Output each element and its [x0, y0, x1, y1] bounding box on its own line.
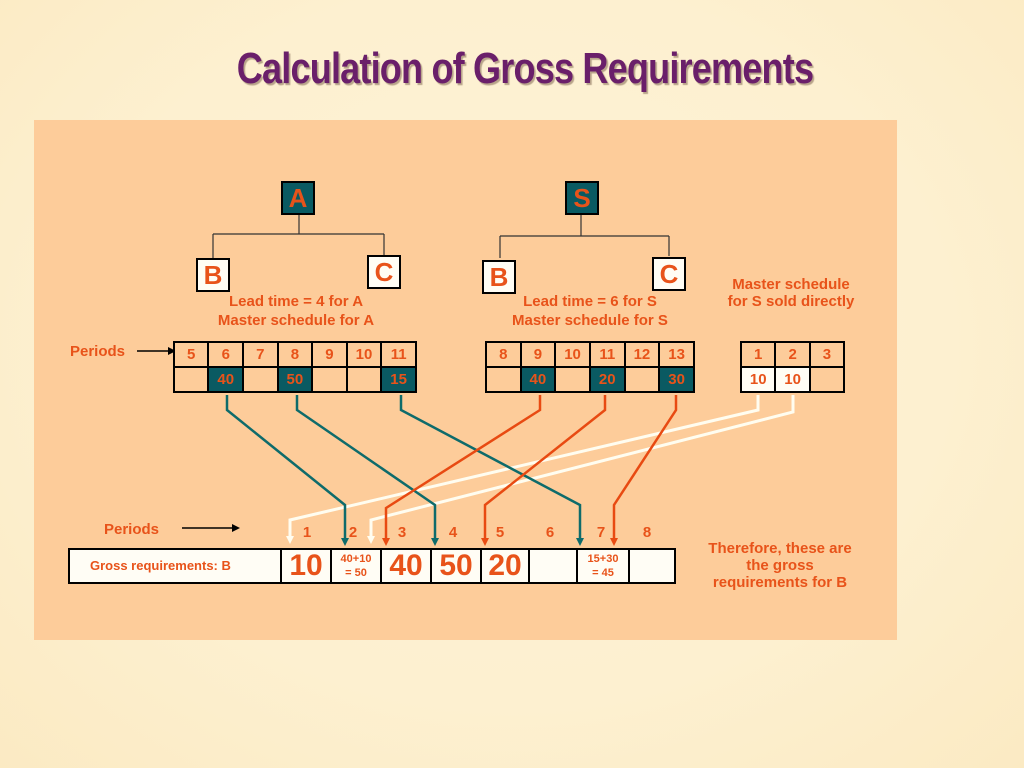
conclusion-line1: Therefore, these are: [708, 540, 852, 557]
schedule-s-value: 20: [588, 366, 626, 393]
schedule-a-value: [311, 366, 348, 393]
tree-a-schedule-caption: Master schedule for A: [217, 312, 375, 329]
schedule-a-period: 9: [311, 341, 348, 368]
schedule-direct-period: 3: [808, 341, 846, 368]
gross-cell-5: 20: [480, 550, 528, 582]
schedule-a-value: 50: [276, 366, 314, 393]
gross-cell-8: [628, 550, 674, 582]
schedule-s-value: 40: [519, 366, 557, 393]
node-s-child-c: C: [652, 257, 686, 291]
direct-s-arrows: [286, 395, 795, 544]
schedule-s-periods-row: 8 9 10 11 12 13: [485, 341, 695, 368]
tree-s-schedule-caption: Master schedule for S: [512, 312, 668, 329]
gross-cell-7-formula: 15+30: [587, 553, 619, 565]
gross-period: 8: [642, 524, 652, 541]
gross-cell-5-value: 20: [488, 549, 522, 582]
schedule-a-value: 40: [207, 366, 245, 393]
node-s-child-b: B: [482, 260, 516, 294]
gross-period: 2: [348, 524, 358, 541]
schedule-a-value: [242, 366, 279, 393]
periods-label-bottom: Periods: [104, 521, 160, 538]
schedule-a-period: 8: [276, 341, 314, 368]
page-title: Calculation of Gross Requirements: [236, 44, 814, 93]
tree-s-leadtime: Lead time = 6 for S: [523, 293, 657, 310]
schedule-a-period: 10: [345, 341, 383, 368]
schedule-s-value: [623, 366, 661, 393]
gross-period: 4: [448, 524, 458, 541]
schedule-s-table: 8 9 10 11 12 13 40 20 30: [485, 341, 695, 393]
gross-cell-3-value: 40: [389, 549, 423, 582]
schedule-s-value: [554, 366, 591, 393]
gross-period: 1: [302, 524, 312, 541]
schedule-a-value: 15: [380, 366, 417, 393]
conclusion-line3: requirements for B: [712, 574, 848, 591]
gross-cell-2: 40+10 = 50: [330, 550, 380, 582]
s-schedule-arrows: [382, 395, 678, 546]
gross-cell-2-result: = 50: [345, 567, 367, 579]
gross-cell-7: 15+30 = 45: [576, 550, 628, 582]
schedule-s-period: 10: [554, 341, 591, 368]
node-a: A: [281, 181, 315, 215]
tree-s-connectors: [499, 214, 670, 258]
node-a-child-b: B: [196, 258, 230, 292]
schedule-direct-value: 10: [739, 366, 777, 393]
gross-requirements-row: Gross requirements: B 10 40+10 = 50 40 5…: [68, 548, 676, 584]
schedule-s-period: 12: [623, 341, 661, 368]
schedule-s-value: [485, 366, 522, 393]
schedule-direct-value: 10: [774, 366, 811, 393]
schedule-direct-table: 1 2 3 10 10: [739, 341, 846, 393]
schedule-s-period: 8: [485, 341, 522, 368]
schedule-a-period: 11: [380, 341, 417, 368]
schedule-direct-periods-row: 1 2 3: [739, 341, 846, 368]
gross-period: 7: [596, 524, 606, 541]
schedule-a-period: 5: [172, 341, 210, 368]
schedule-a-period: 7: [242, 341, 279, 368]
schedule-direct-value: [808, 366, 846, 393]
node-a-child-c: C: [367, 255, 401, 289]
schedule-s-values-row: 40 20 30: [485, 366, 695, 393]
node-s: S: [565, 181, 599, 215]
schedule-a-period: 6: [207, 341, 245, 368]
periods-label-top: Periods: [70, 343, 126, 360]
gross-cell-1-value: 10: [289, 549, 323, 582]
tree-a-leadtime: Lead time = 4 for A: [228, 293, 364, 310]
schedule-s-value: 30: [658, 366, 695, 393]
direct-s-caption-line1: Master schedule: [732, 276, 850, 293]
gross-cell-2-formula: 40+10: [340, 553, 372, 565]
gross-cell-1: 10: [280, 550, 330, 582]
schedule-a-table: 5 6 7 8 9 10 11 40 50 15: [172, 341, 417, 393]
gross-cell-4: 50: [430, 550, 480, 582]
tree-a-connectors: [212, 214, 385, 258]
schedule-direct-values-row: 10 10: [739, 366, 846, 393]
gross-period: 3: [397, 524, 407, 541]
gross-cell-7-result: = 45: [592, 567, 614, 579]
gross-cell-3: 40: [380, 550, 430, 582]
schedule-a-value: [345, 366, 383, 393]
gross-cell-6: [528, 550, 576, 582]
schedule-direct-period: 1: [739, 341, 777, 368]
schedule-s-period: 9: [519, 341, 557, 368]
a-schedule-arrows: [225, 395, 584, 546]
gross-period: 6: [545, 524, 555, 541]
schedule-a-periods-row: 5 6 7 8 9 10 11: [172, 341, 417, 368]
conclusion-line2: the gross: [746, 557, 814, 574]
schedule-a-values-row: 40 50 15: [172, 366, 417, 393]
schedule-a-value: [172, 366, 210, 393]
schedule-s-period: 11: [588, 341, 626, 368]
schedule-direct-period: 2: [774, 341, 811, 368]
schedule-s-period: 13: [658, 341, 695, 368]
direct-s-caption-line2: for S sold directly: [727, 293, 855, 310]
gross-requirements-label: Gross requirements: B: [90, 558, 231, 573]
gross-period: 5: [495, 524, 505, 541]
gross-cell-4-value: 50: [439, 549, 473, 582]
